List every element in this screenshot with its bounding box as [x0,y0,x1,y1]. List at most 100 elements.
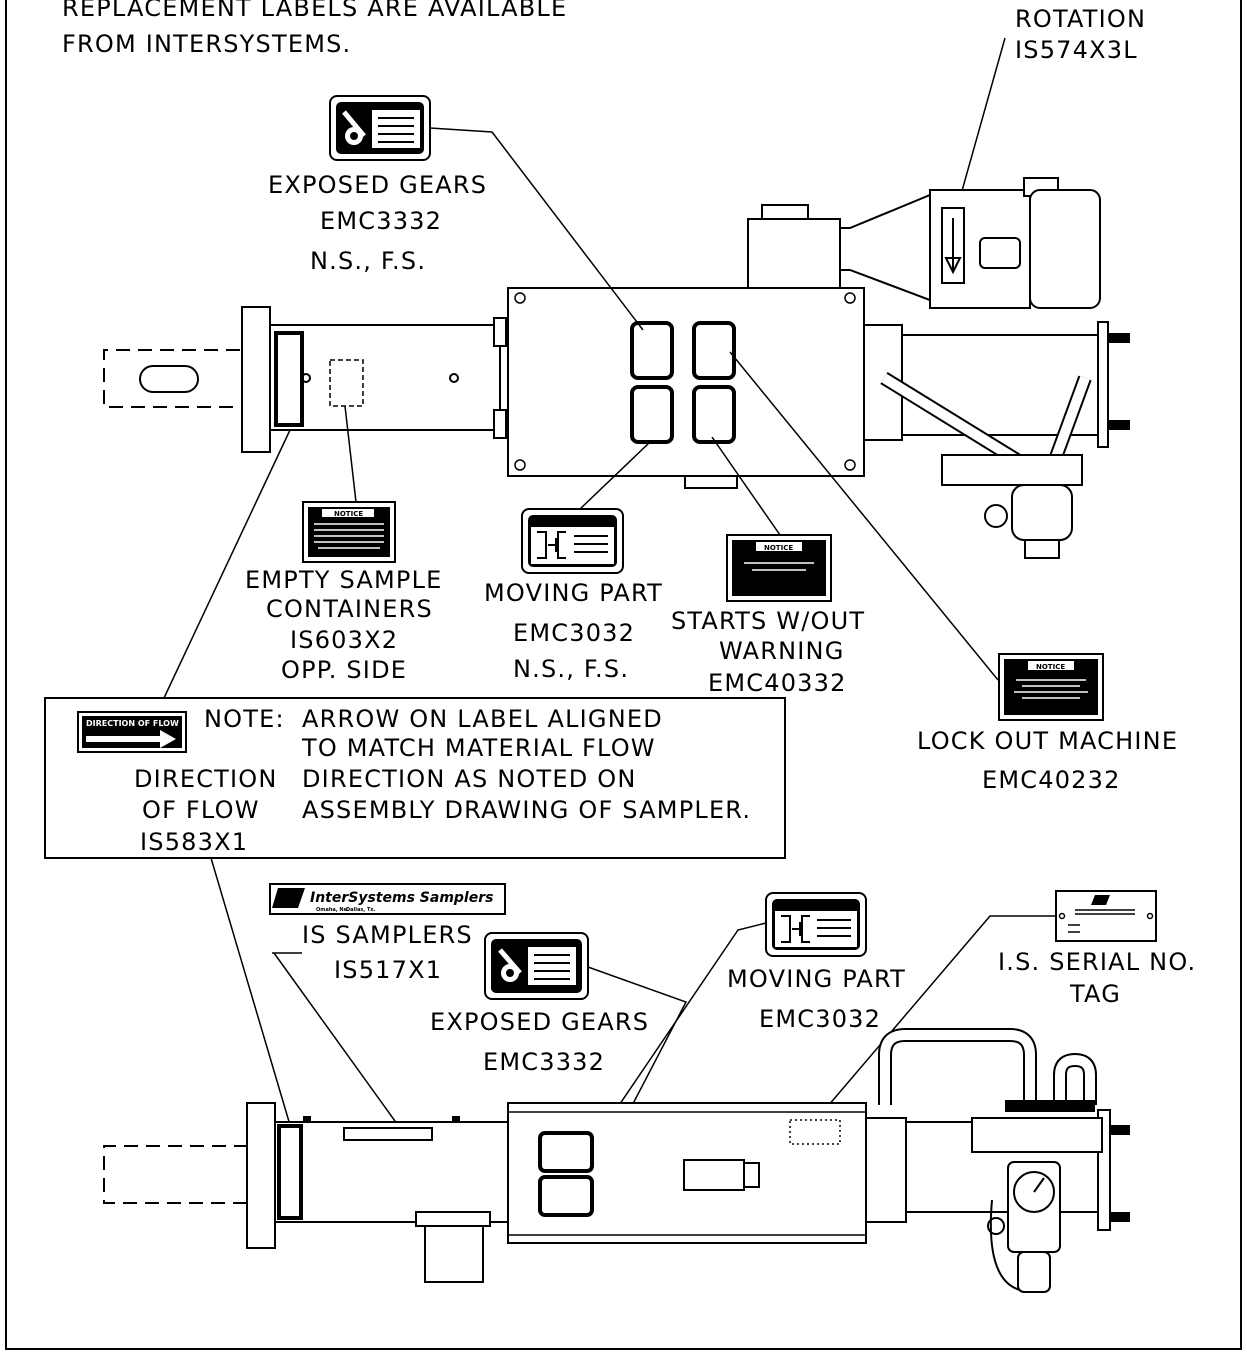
exposed-gears-top-side: N.S., F.S. [310,247,426,275]
corner-screw [844,292,856,304]
empty-sample-side: OPP. SIDE [281,656,407,684]
moving-part-bottom-part: EMC3032 [759,1005,881,1033]
air-line-loop [878,1028,1037,1105]
empty-sample-decal-dashed [329,359,364,407]
pipe-slot [139,365,199,393]
box-label-slot [538,1131,594,1173]
exposed-gears-decal-top [329,95,431,161]
top-sampler-assembly [103,177,1130,559]
notice-text: NOTICE [334,510,363,518]
gearbox-cap [761,204,809,220]
box-label-slot [692,321,736,380]
header-note-line2: FROM INTERSYSTEMS. [62,30,351,58]
rotation-arrow-icon [944,218,962,275]
empty-sample-leader [344,405,357,503]
main-housing-top [507,287,865,477]
note-box [44,697,786,859]
empty-sample-name2: CONTAINERS [266,595,433,623]
exposed-gears-bottom-part: EMC3332 [483,1048,605,1076]
is-samplers-name: IS SAMPLERS [302,921,473,949]
regulator [1011,484,1073,541]
exposed-gears-top-name: EXPOSED GEARS [268,171,487,199]
intersystems-logo-icon [272,888,305,908]
intersystems-name: InterSystems Samplers [310,890,493,906]
empty-sample-name1: EMPTY SAMPLE [245,566,443,594]
sample-container-mount [424,1225,484,1283]
moving-part-leader-bottom [589,922,767,1149]
lock-out-decal: NOTICE [998,653,1104,721]
moving-part-top-part: EMC3032 [513,619,635,647]
rotation-label-name: ROTATION [1015,5,1146,33]
direction-flow-name2: OF FLOW [142,796,260,824]
serial-tag-name2: TAG [1069,980,1121,1008]
note-prefix: NOTE: [204,705,285,733]
dashed-pipe-top [103,349,240,408]
tie-rod-end [1110,1125,1130,1135]
box-label-slot [630,385,674,444]
direction-of-flow-decal-text: DIRECTION OF FLOW [86,719,179,728]
corner-screw [514,459,526,471]
cylinder-endplate [1097,321,1109,448]
direction-of-flow-decal: DIRECTION OF FLOW [77,711,187,753]
omaha-text: Omaha, Ne. [316,907,349,913]
is-samplers-decal: InterSystems Samplers Omaha, Ne. Dallas,… [269,883,506,915]
starts-without-name2: WARNING [719,637,845,665]
lock-out-leader [729,351,999,681]
tie-rod-end [1108,333,1130,343]
is-samplers-decal-slot [343,1127,433,1141]
direction-flow-leader-top [163,429,291,699]
lock-out-part: EMC40232 [982,766,1121,794]
direction-flow-leader-bottom [210,857,291,1126]
direction-decal-slot [277,1124,303,1220]
box-bolt [493,317,507,347]
empty-sample-decal: NOTICE [302,501,396,563]
cylinder-mount-bottom [865,1117,907,1223]
header-note-line1: REPLACEMENT LABELS ARE AVAILABLE [62,0,567,22]
drain-line [989,1199,1021,1291]
valve-bottom [971,1117,1103,1153]
bottom-tab [684,475,738,489]
exposed-gears-leader-top [429,127,644,331]
serial-tag-decal [1055,890,1157,942]
corner-screw [514,292,526,304]
rotation-decal [941,207,965,284]
note-line2: TO MATCH MATERIAL FLOW [301,734,656,762]
box-bolt [493,409,507,439]
serial-tag-leader [815,915,1056,1121]
moving-part-top-name: MOVING PART [484,579,663,607]
moving-part-decal-bottom [765,892,867,957]
rotation-leader [957,37,1006,206]
starts-without-name1: STARTS W/OUT [671,607,865,635]
note-line3: DIRECTION AS NOTED ON [302,765,636,793]
empty-sample-part: IS603X2 [290,626,398,654]
flow-arrow-icon [86,730,176,748]
tie-rod-end [1108,420,1130,430]
filter-bowl [1017,1251,1051,1293]
sheet-border [5,0,1242,1350]
exposed-gears-top-part: EMC3332 [320,207,442,235]
motor-end-cap [1029,189,1101,309]
valve-manifold [941,454,1083,486]
starts-without-part: EMC40332 [708,669,847,697]
is-samplers-leader [273,952,401,1129]
motor-adapter [839,193,931,302]
serial-tag-name1: I.S. SERIAL NO. [998,948,1196,976]
flange-bottom [246,1102,276,1249]
regulator-base [1024,539,1060,559]
direction-flow-part: IS583X1 [140,828,248,856]
rotation-label-part: IS574X3L [1015,36,1138,64]
gauge-ring [984,504,1008,528]
exposed-gears-decal-bottom [484,932,589,1000]
note-line4: ASSEMBLY DRAWING OF SAMPLER. [302,796,751,824]
note-line1: ARROW ON LABEL ALIGNED [302,705,663,733]
moving-part-top-side: N.S., F.S. [513,655,629,683]
tube-bracket [415,1211,491,1227]
exposed-gears-bottom-name: EXPOSED GEARS [430,1008,649,1036]
box-label-slot [692,385,736,444]
is-samplers-part: IS517X1 [334,956,442,984]
moving-part-bottom-name: MOVING PART [727,965,906,993]
box-label-slot [538,1175,594,1217]
tube-bolt [449,373,459,383]
